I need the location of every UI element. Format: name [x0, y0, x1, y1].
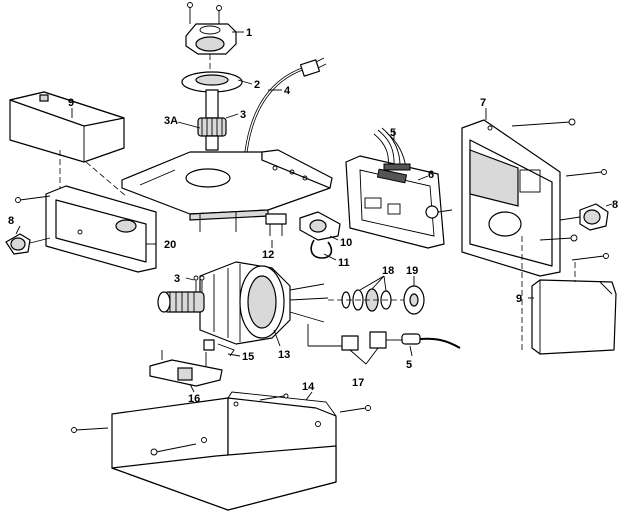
callout-19: 19 [406, 265, 418, 277]
callout-14: 14 [302, 381, 315, 393]
callout-8-left: 8 [8, 215, 14, 227]
callout-11: 11 [338, 257, 350, 269]
callout-2: 2 [254, 79, 260, 91]
callout-6: 6 [428, 169, 434, 181]
part-20-end-panel [45, 185, 157, 273]
part-17-connectors [341, 331, 402, 351]
callout-5-lower: 5 [406, 359, 412, 371]
part-9-right-cover [531, 279, 617, 355]
part-5-sensor-wire [401, 333, 461, 349]
motor-worm-shaft [157, 291, 205, 313]
part-4-power-cord [243, 57, 327, 161]
part-2-drive-plate [181, 71, 243, 119]
part-5-wire-harness [373, 127, 411, 171]
callout-17: 17 [352, 377, 364, 389]
part-8-right-knob [559, 203, 609, 231]
callout-labels: 1 2 3A 3 4 5 6 7 8 8 9 9 10 11 12 3 13 1… [8, 27, 618, 405]
part-14-bottom-cover [111, 391, 337, 511]
callout-20: 20 [164, 239, 176, 251]
callout-13: 13 [278, 349, 290, 361]
callout-3a: 3A [164, 115, 178, 127]
callout-16: 16 [188, 393, 200, 405]
callout-7: 7 [480, 97, 486, 109]
part-8-left-knob [5, 233, 51, 255]
part-15-capacitor-clip [203, 339, 235, 357]
callout-5-top: 5 [390, 127, 396, 139]
part-13-motor [199, 261, 329, 345]
callout-4: 4 [284, 85, 291, 97]
callout-12: 12 [262, 249, 274, 261]
callout-15: 15 [242, 351, 254, 363]
callout-3-motor: 3 [174, 273, 180, 285]
part-11-spring-clip [310, 239, 333, 259]
part-10-limit-assembly [299, 211, 341, 241]
part-16-travel-module [149, 350, 223, 387]
callout-9-right: 9 [516, 293, 522, 305]
part-19-gear [403, 285, 425, 315]
callout-18: 18 [382, 265, 394, 277]
callout-3: 3 [240, 109, 246, 121]
part-1-bearing-bracket [185, 2, 237, 55]
part-3-worm-gear [197, 117, 227, 151]
part-12-switch [265, 213, 287, 236]
part-9-left-cover [9, 91, 125, 163]
callout-10: 10 [340, 237, 352, 249]
callout-8-right: 8 [612, 199, 618, 211]
chassis-plate [121, 149, 333, 232]
callout-9-left: 9 [68, 97, 74, 109]
leader-lines [15, 31, 613, 401]
part-7-end-panel [461, 119, 561, 277]
callout-1: 1 [246, 27, 252, 39]
